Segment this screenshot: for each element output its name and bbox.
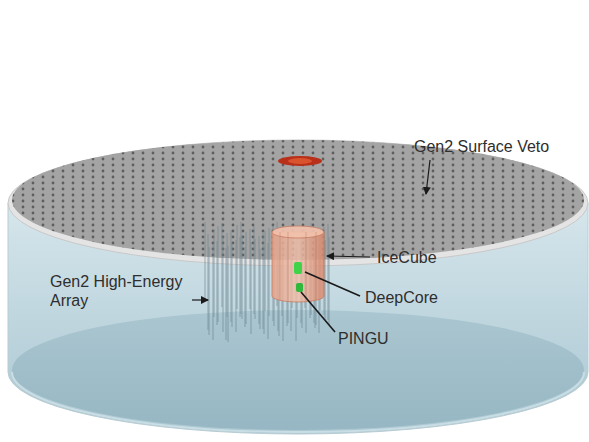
detector-string: [265, 231, 266, 311]
detector-string: [236, 240, 237, 332]
detector-string: [268, 243, 269, 339]
detector-string: [264, 246, 265, 334]
detector-string: [263, 233, 264, 329]
detector-string: [245, 247, 246, 327]
detector-string: [209, 247, 210, 335]
detector-string: [214, 229, 215, 317]
detector-string: [254, 226, 255, 314]
icecube-label: IceCube: [377, 248, 437, 267]
detector-string: [232, 243, 233, 327]
detector-string: [242, 235, 243, 319]
detector-string: [255, 239, 256, 319]
detector-string: [241, 222, 242, 314]
detector-string: [237, 225, 238, 309]
detector-string: [208, 234, 209, 330]
high-energy-array-label: Gen2 High-Energy Array: [50, 272, 186, 310]
detector-string: [329, 237, 330, 325]
detector-string: [228, 246, 229, 342]
deepcore-label: DeepCore: [365, 288, 438, 307]
detector-string: [246, 232, 247, 324]
detector-string: [218, 226, 219, 322]
detector-string: [260, 249, 261, 329]
detector-string: [222, 223, 223, 307]
pingu-label: PINGU: [338, 329, 389, 348]
detector-string: [205, 222, 206, 302]
detector-string: [217, 241, 218, 325]
detector-string: [226, 248, 227, 340]
detector-string: [269, 228, 270, 316]
detector-string: [223, 236, 224, 332]
detector-string: [251, 242, 252, 334]
detector-string: [328, 224, 329, 320]
detector-string: [227, 233, 228, 317]
detector-string: [250, 229, 251, 309]
detector-string: [240, 237, 241, 317]
detector-string: [213, 244, 214, 340]
surface-veto-label: Gen2 Surface Veto: [414, 137, 549, 156]
detector-string: [231, 230, 232, 322]
detector-string: [259, 236, 260, 324]
